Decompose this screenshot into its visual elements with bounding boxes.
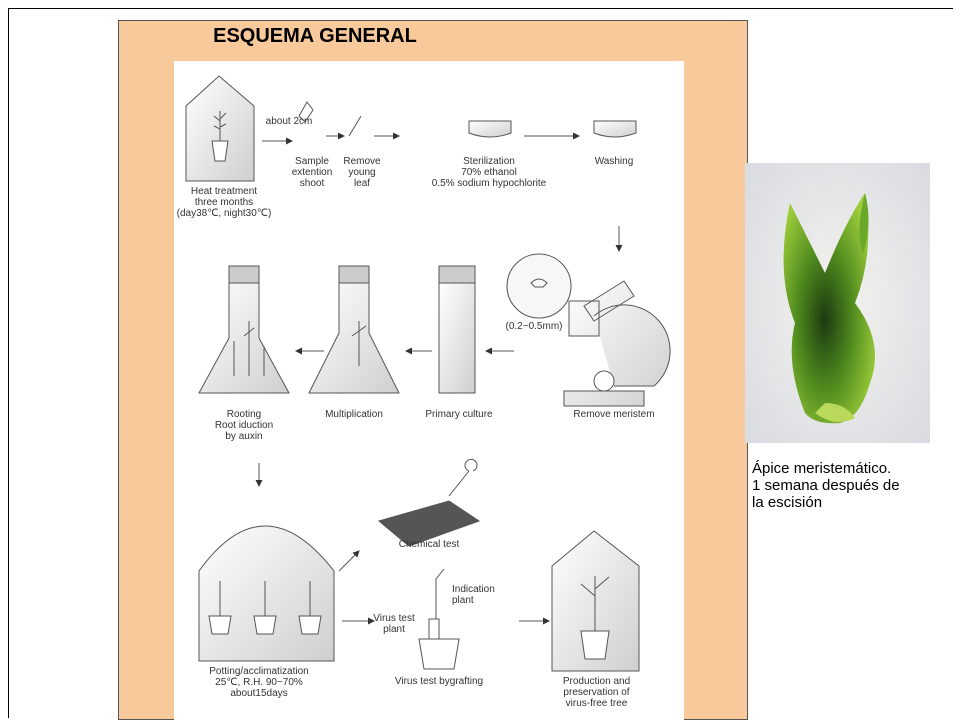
label-virus-test-plant: Virus test plant (364, 613, 424, 635)
culture-tube-icon (439, 283, 475, 393)
photo-caption: Ápice meristemático. 1 semana después de… (752, 460, 952, 511)
label-meristem-size: (0.2~0.5mm) (484, 321, 584, 332)
label-rooting: Rooting Root iduction by auxin (189, 409, 299, 442)
label-multiplication: Multiplication (309, 409, 399, 420)
rooting-flask-icon (199, 283, 289, 393)
label-remove-leaf: Remove young leaf (337, 156, 387, 189)
label-indication-plant: Indication plant (452, 584, 522, 606)
label-production: Production and preservation of virus-fre… (539, 676, 654, 709)
label-sterilization: Sterilization 70% ethanol 0.5% sodium hy… (424, 156, 554, 189)
multiplication-flask-icon (309, 283, 399, 393)
label-chemical-test: Chemical test (379, 539, 479, 550)
grafting-pot-icon (419, 639, 459, 669)
acclimatization-dome-icon (199, 526, 334, 661)
label-about-2cm: about 2cm (259, 116, 319, 127)
label-heat-treatment: Heat treatment three months (day38℃, nig… (174, 186, 274, 219)
label-grafting: Virus test bygrafting (374, 676, 504, 687)
meristem-photo (745, 163, 930, 443)
label-washing: Washing (584, 156, 644, 167)
label-sample: Sample extention shoot (287, 156, 337, 189)
microscope-icon (564, 281, 670, 406)
label-remove-meristem: Remove meristem (559, 409, 669, 420)
diagram-title: ESQUEMA GENERAL (190, 25, 440, 48)
label-potting: Potting/acclimatization 25℃, R.H. 90~70%… (174, 666, 344, 699)
label-primary-culture: Primary culture (414, 409, 504, 420)
diagram-canvas: Heat treatment three months (day38℃, nig… (174, 61, 684, 721)
